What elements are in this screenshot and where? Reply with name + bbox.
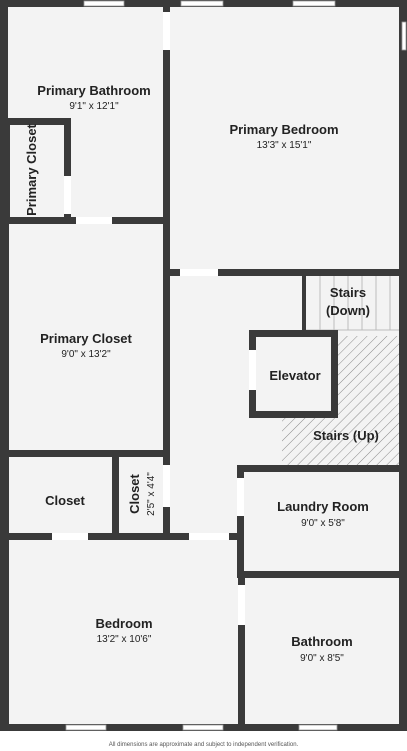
label-primary-closet-small: Primary Closet [24, 123, 39, 215]
laundry-wall-top [237, 465, 399, 472]
label-primary-bedroom: Primary Bedroom [229, 122, 338, 137]
dims-bathroom: 9'0" x 8'5" [300, 653, 344, 664]
dims-laundry-room: 9'0" x 5'8" [301, 518, 345, 529]
room-primary-closet-small [10, 125, 64, 217]
door-openings [52, 12, 256, 625]
windows [65, 0, 407, 731]
label-stairs-up: Stairs (Up) [313, 428, 379, 443]
label-bathroom: Bathroom [291, 634, 352, 649]
room-laundry [244, 472, 399, 571]
label-primary-closet: Primary Closet [40, 331, 132, 346]
label-stairs-down-line1: Stairs [330, 285, 366, 300]
label-laundry-room: Laundry Room [277, 499, 369, 514]
laundry-wall-bottom [237, 571, 399, 578]
room-primary-bedroom [170, 7, 399, 269]
dims-closet-small: 2'5" x 4'4" [146, 472, 157, 516]
room-closet [9, 457, 112, 533]
room-bathroom [245, 578, 399, 724]
stairs-down-divider-wall [302, 276, 306, 331]
dims-bedroom: 13'2" x 10'6" [97, 634, 152, 645]
label-closet-small: Closet [127, 473, 142, 513]
label-primary-bathroom: Primary Bathroom [37, 83, 150, 98]
label-stairs-down-line2: (Down) [326, 303, 370, 318]
dims-primary-bathroom: 9'1" x 12'1" [69, 101, 119, 112]
room-bedroom [9, 540, 238, 724]
laundry-wall-left [237, 465, 244, 578]
elevator-car [256, 337, 331, 411]
label-elevator: Elevator [269, 368, 320, 383]
disclaimer-text: All dimensions are approximate and subje… [108, 742, 299, 748]
room-closet-small [119, 457, 163, 533]
dims-primary-bedroom: 13'3" x 15'1" [257, 140, 312, 151]
dims-primary-closet: 9'0" x 13'2" [61, 349, 111, 360]
room-primary-closet [9, 224, 163, 450]
label-bedroom: Bedroom [95, 616, 152, 631]
stairs-up-hatch-upper [338, 336, 399, 418]
stairs-up-hatch-lower [282, 418, 399, 465]
label-closet: Closet [45, 493, 85, 508]
